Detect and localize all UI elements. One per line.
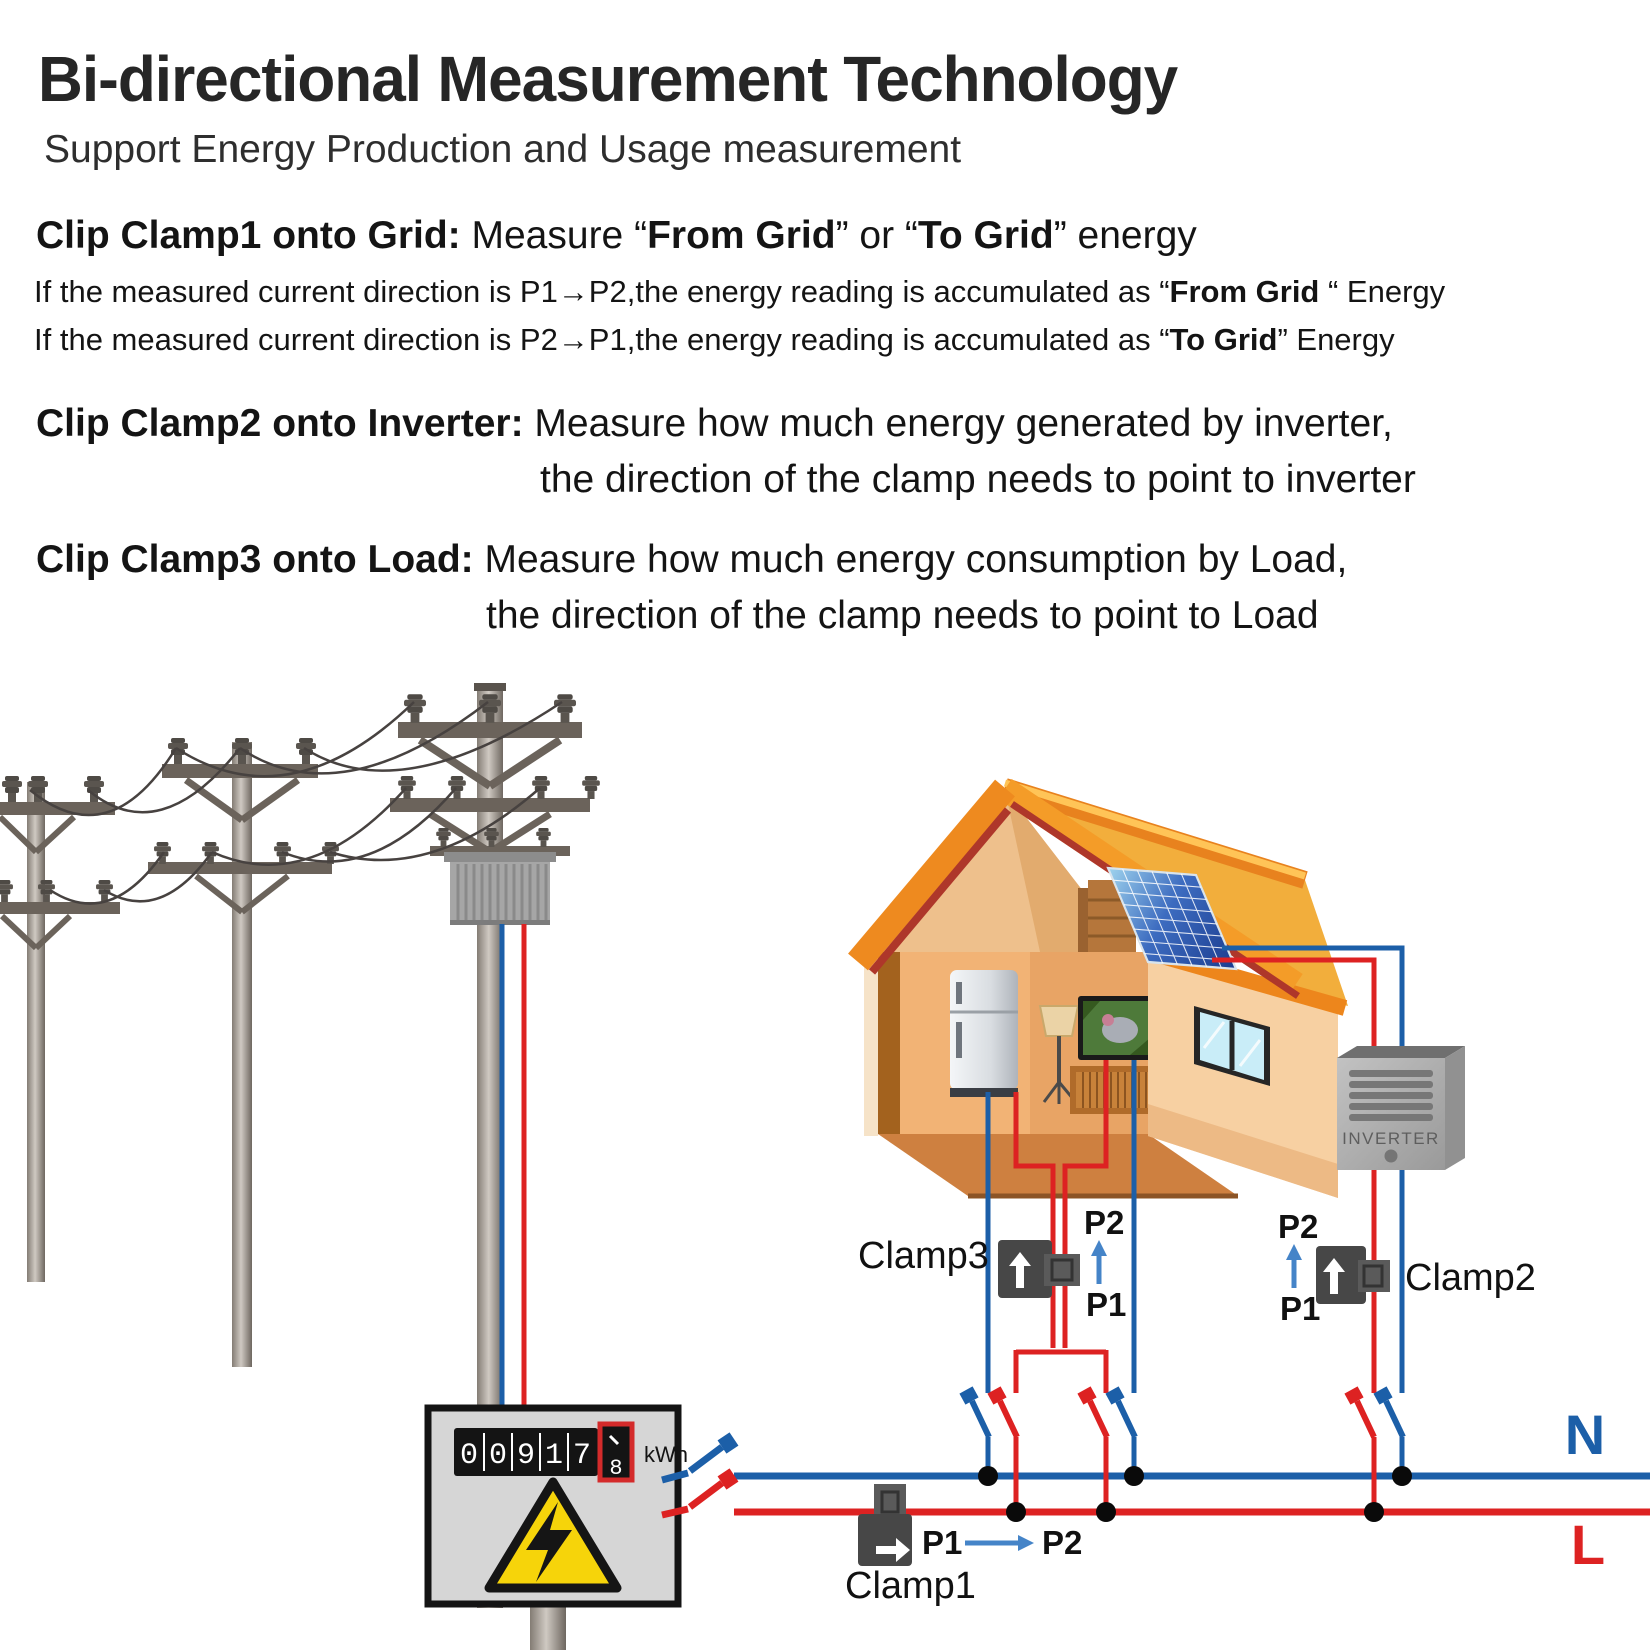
warning-triangle-icon xyxy=(484,1477,622,1593)
rolling-digit: 8 xyxy=(609,1456,622,1481)
clamp1-heading-text2: ” or “ xyxy=(835,214,918,257)
clamp2-label: Clamp2 xyxy=(1405,1257,1536,1299)
clamp1-detail2-text: If the measured current direction is P2→… xyxy=(34,322,1170,357)
clamp1-detail-1: If the measured current direction is P1→… xyxy=(34,274,1445,310)
refrigerator xyxy=(950,970,1018,1097)
meter-digit: 9 xyxy=(517,1439,535,1473)
clamp3-p2-label: P2 xyxy=(1084,1204,1124,1241)
transformer xyxy=(444,852,556,925)
clamp1-detail-2: If the measured current direction is P2→… xyxy=(34,322,1395,358)
meter-digit: 0 xyxy=(489,1439,507,1473)
meter-digit: 7 xyxy=(573,1439,591,1473)
clamp1-heading-text: Measure “ xyxy=(460,214,648,257)
meter-breaker-neutral xyxy=(661,1432,739,1484)
line-bus-label: L xyxy=(1571,1513,1605,1576)
utility-pole-mid xyxy=(148,738,339,1367)
interior-left-wall xyxy=(878,952,900,1134)
clamp2-heading-text: Measure how much energy generated by inv… xyxy=(523,402,1393,445)
clamp2-heading: Clip Clamp2 onto Inverter: Measure how m… xyxy=(36,402,1393,446)
floor-lamp xyxy=(1038,1005,1080,1104)
junction-dots xyxy=(978,1466,1412,1522)
clamp2-heading-lead: Clip Clamp2 onto Inverter: xyxy=(36,402,524,445)
house xyxy=(848,778,1348,1199)
clamp3-heading-text: Measure how much energy consumption by L… xyxy=(473,538,1348,581)
clamp1-direction xyxy=(965,1535,1034,1551)
television xyxy=(1078,996,1162,1060)
clamp1-detail2-tail: ” Energy xyxy=(1277,322,1395,357)
clamp2-heading-cont: the direction of the clamp needs to poin… xyxy=(540,458,1416,501)
clamp2-p1-label: P1 xyxy=(1280,1290,1320,1327)
clamp3-heading-cont: the direction of the clamp needs to poin… xyxy=(486,594,1319,637)
clamp1-p2-label: P2 xyxy=(1042,1524,1082,1561)
interior-floor xyxy=(878,1134,1238,1196)
inverter-wiring xyxy=(1212,945,1405,1512)
clamp3-direction xyxy=(1091,1240,1107,1284)
meter-counter: 0 0 9 1 7 8 kWh xyxy=(454,1421,688,1483)
meter-breaker-line xyxy=(661,1468,739,1519)
clamp2-p2-label: P2 xyxy=(1278,1208,1318,1245)
clamp2-direction xyxy=(1286,1244,1302,1288)
inverter-label: INVERTER xyxy=(1342,1129,1440,1148)
clamp1-label: Clamp1 xyxy=(845,1565,976,1607)
utility-pole-far xyxy=(0,776,120,1282)
clamp1-heading-text3: ” energy xyxy=(1053,214,1197,257)
solar-panel xyxy=(1106,866,1238,971)
clamp1-heading-lead: Clip Clamp1 onto Grid: xyxy=(36,214,461,257)
inverter: INVERTER xyxy=(1337,1046,1465,1170)
clamp1-detail1-tail: “ Energy xyxy=(1319,274,1446,309)
overhead-wires xyxy=(29,700,563,905)
branch-switches xyxy=(959,1386,1138,1439)
meter-unit: kWh xyxy=(644,1442,688,1467)
clamp1-detail1-bold: From Grid xyxy=(1169,274,1320,309)
electric-meter: 0 0 9 1 7 8 kWh xyxy=(424,1404,688,1650)
wiring-diagram: 0 0 9 1 7 8 kWh xyxy=(0,683,1650,1650)
clamp1-heading: Clip Clamp1 onto Grid: Measure “From Gri… xyxy=(36,214,1197,258)
meter-digit: 0 xyxy=(460,1439,478,1473)
from-grid-bold: From Grid xyxy=(647,214,836,257)
rolling-digit-frame xyxy=(597,1421,635,1483)
clamp3-label: Clamp3 xyxy=(858,1235,989,1277)
meter-digit: 1 xyxy=(545,1439,563,1473)
window xyxy=(1194,1006,1270,1086)
clamp1-p1-label: P1 xyxy=(922,1524,962,1561)
clamp3-p1-label: P1 xyxy=(1086,1286,1126,1323)
to-grid-bold: To Grid xyxy=(917,214,1054,257)
clamp1-detail2-bold: To Grid xyxy=(1169,322,1278,357)
clamp2-device xyxy=(1316,1246,1390,1304)
page-subtitle: Support Energy Production and Usage meas… xyxy=(44,128,962,171)
inverter-switches xyxy=(1344,1386,1406,1439)
clamp3-heading-lead: Clip Clamp3 onto Load: xyxy=(36,538,474,581)
clamp1-detail1-text: If the measured current direction is P1→… xyxy=(34,274,1170,309)
clamp3-device xyxy=(998,1240,1080,1298)
page-title: Bi-directional Measurement Technology xyxy=(38,43,1178,115)
clamp3-heading: Clip Clamp3 onto Load: Measure how much … xyxy=(36,538,1347,582)
neutral-bus-label: N xyxy=(1565,1403,1605,1466)
clamp1-device xyxy=(858,1484,912,1566)
